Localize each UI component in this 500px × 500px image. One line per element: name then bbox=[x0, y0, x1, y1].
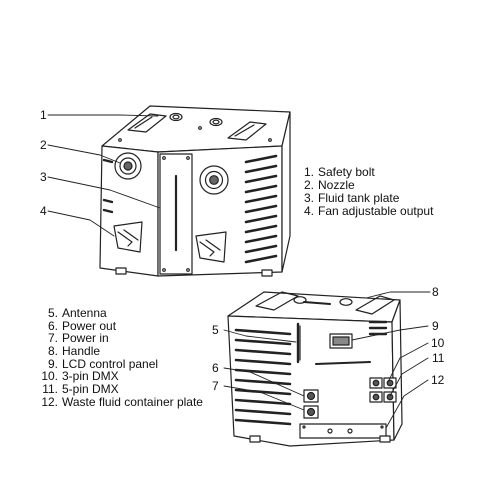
callout-2: 2 bbox=[40, 138, 47, 152]
legend-item-power-in: 7.Power in bbox=[47, 331, 109, 346]
leader-lines bbox=[47, 114, 431, 429]
callout-9: 9 bbox=[432, 319, 439, 333]
rear-legend: 5.Antenna 6.Power out 7.Power in 8.Handl… bbox=[40, 307, 203, 409]
callout-6: 6 bbox=[212, 361, 219, 375]
callout-11: 11 bbox=[432, 351, 445, 365]
callout-4: 4 bbox=[40, 204, 47, 218]
callout-12: 12 bbox=[431, 373, 445, 387]
callout-10: 10 bbox=[431, 336, 445, 350]
callout-7: 7 bbox=[212, 379, 219, 393]
legend-item-lcd-panel: 9.LCD control panel bbox=[47, 356, 159, 371]
legend-item-3pin-dmx: 10.3-pin DMX bbox=[41, 369, 119, 384]
callout-5: 5 bbox=[212, 323, 219, 337]
callout-3: 3 bbox=[40, 170, 47, 184]
legend-item-fan-output: 4.Fan adjustable output bbox=[303, 204, 434, 218]
legend-item-antenna: 5.Antenna bbox=[47, 306, 107, 320]
callout-8: 8 bbox=[432, 285, 439, 299]
legend-item-power-out: 6.Power out bbox=[47, 318, 117, 333]
front-unit-illustration bbox=[99, 105, 291, 277]
legend-item-waste-fluid-plate: 12.Waste fluid container plate bbox=[41, 394, 203, 409]
legend-item-nozzle: 2.Nozzle bbox=[303, 178, 355, 192]
callout-1: 1 bbox=[40, 108, 47, 122]
legend-item-safety-bolt: 1.Safety bolt bbox=[303, 165, 375, 179]
legend-item-handle: 8.Handle bbox=[47, 344, 101, 359]
legend-item-fluid-tank-plate: 3.Fluid tank plate bbox=[303, 191, 400, 205]
rear-unit-illustration bbox=[227, 291, 403, 447]
legend-item-5pin-dmx: 11.5-pin DMX bbox=[42, 382, 119, 397]
front-legend: 1.Safety bolt 2.Nozzle 3.Fluid tank plat… bbox=[303, 166, 433, 218]
